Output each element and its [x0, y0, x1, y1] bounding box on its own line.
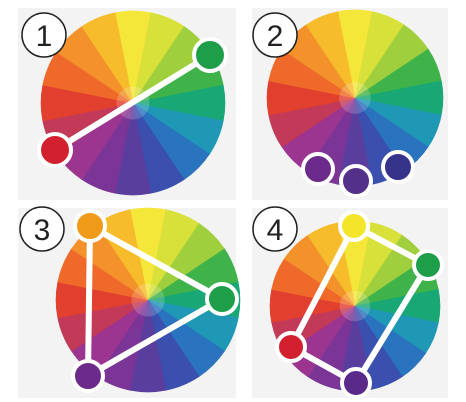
panel-4-marker-yellow [340, 212, 368, 240]
panel-3-marker-purple [73, 361, 103, 391]
panel-3-triadic: 3 [18, 207, 240, 398]
panel-3-number: 3 [34, 214, 51, 247]
panel-2-analogous: 2 [252, 8, 448, 200]
panel-2-marker-indigo [383, 152, 413, 182]
panel-4-color-wheel [270, 221, 440, 391]
panel-4-marker-red [277, 333, 305, 361]
panel-4-marker-green [414, 251, 442, 279]
panel-4-marker-purple [342, 369, 370, 397]
panel-4-tetradic: 4 [252, 207, 448, 398]
panel-1-complementary: 1 [18, 8, 236, 200]
wheel-center [340, 291, 371, 322]
panel-1-number: 1 [36, 20, 53, 53]
panel-2-marker-violet [341, 166, 371, 196]
panel-3-marker-green [207, 284, 237, 314]
panel-3-marker-orange [75, 211, 105, 241]
wheel-center [131, 283, 164, 316]
panel-1-marker-green [194, 39, 226, 71]
panel-4-number: 4 [267, 214, 284, 247]
wheel-center [339, 82, 371, 114]
panel-2-number: 2 [267, 20, 284, 53]
panel-2-marker-purple [303, 154, 333, 184]
panel-1-marker-red [39, 134, 71, 166]
